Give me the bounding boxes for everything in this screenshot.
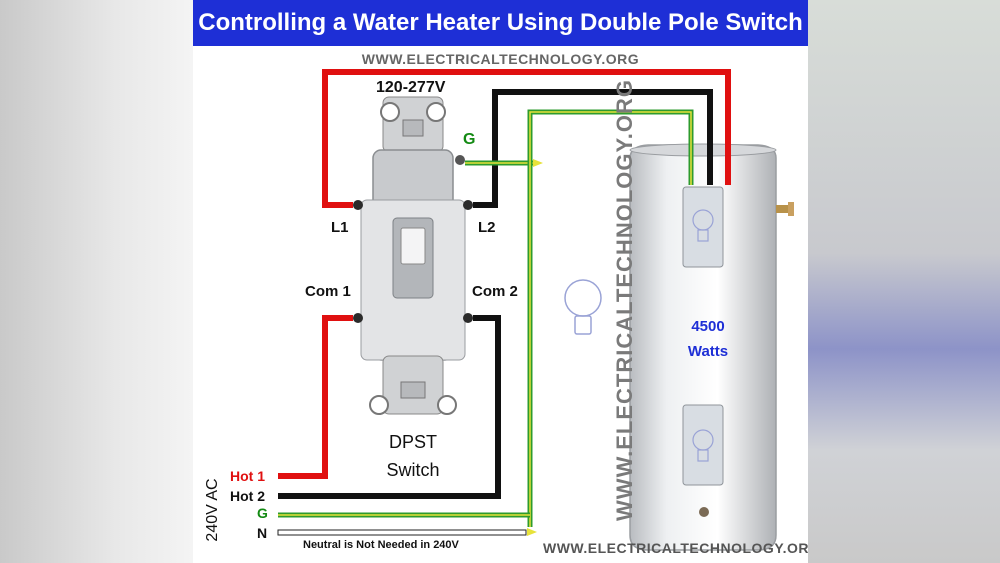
dpst-switch [353, 96, 473, 415]
watermark-vertical: WWW.ELECTRICALTECHNOLOGY.ORG [612, 79, 637, 521]
neutral-note: Neutral is Not Needed in 240V [303, 539, 459, 551]
terminal-l1-label: L1 [331, 219, 349, 236]
page-title: Controlling a Water Heater Using Double … [193, 0, 808, 46]
terminal-com2-label: Com 2 [472, 283, 518, 300]
diagram-canvas: Controlling a Water Heater Using Double … [193, 0, 808, 563]
left-blurred-backdrop [0, 0, 193, 563]
watermark-bottom: WWW.ELECTRICALTECHNOLOGY.ORG [543, 540, 808, 556]
heater-power-unit: Watts [687, 343, 729, 360]
terminal-com1-label: Com 1 [305, 283, 351, 300]
supply-voltage-label: 240V AC [204, 478, 221, 542]
supply-hot1-label: Hot 1 [230, 468, 265, 484]
terminal-l2-label: L2 [478, 219, 496, 236]
water-heater [629, 143, 794, 551]
supply-hot2-label: Hot 2 [230, 488, 265, 504]
bulb-icon [564, 279, 602, 335]
switch-ground-label: G [463, 131, 476, 148]
switch-name-line1: DPST [388, 432, 437, 452]
right-blurred-backdrop [808, 0, 1000, 563]
wiring-diagram [277, 69, 794, 551]
supply-neutral-label: N [257, 525, 268, 541]
watermark-top: WWW.ELECTRICALTECHNOLOGY.ORG [361, 51, 640, 67]
supply-ground-label: G [257, 505, 268, 521]
heater-power-value: 4500 [691, 318, 725, 335]
switch-name-line2: Switch [386, 460, 440, 480]
switch-voltage-label: 120-277V [376, 79, 446, 96]
